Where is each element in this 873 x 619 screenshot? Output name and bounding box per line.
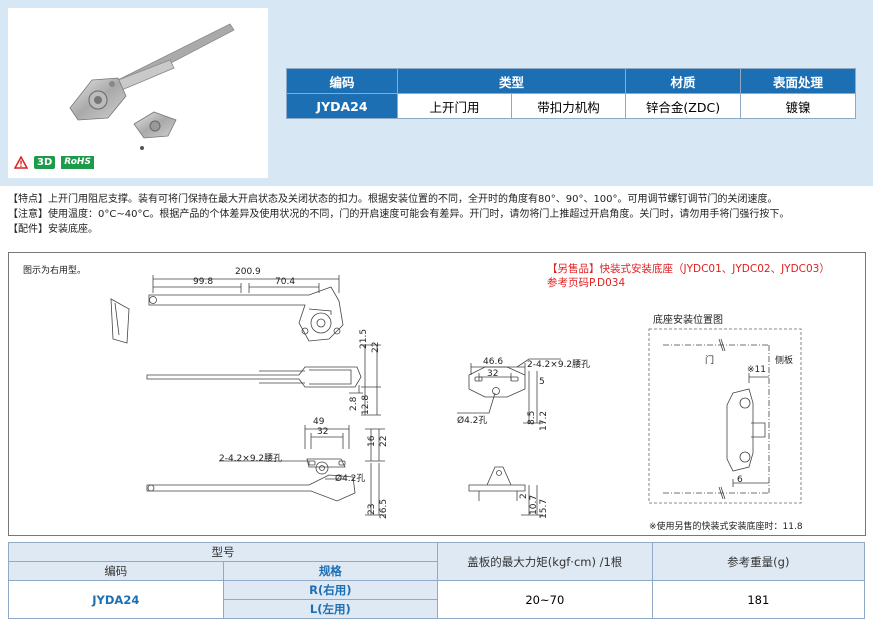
torque-value: 20~70 bbox=[436, 580, 653, 619]
model-code[interactable]: JYDA24 bbox=[8, 580, 224, 619]
weight-header: 参考重量(g) bbox=[651, 542, 866, 581]
dim-12-8: 12.8 bbox=[361, 394, 371, 415]
dim-46-6: 46.6 bbox=[483, 357, 504, 367]
right-hand-note: 图示为右用型。 bbox=[23, 266, 87, 276]
drawing-lines bbox=[110, 275, 802, 516]
dim-200-9: 200.9 bbox=[235, 267, 261, 277]
accessory-note: 【配件】安装底座。 bbox=[8, 224, 98, 235]
spec-header-code: 编码 bbox=[286, 68, 398, 94]
door-label: 门 bbox=[705, 356, 715, 366]
damper-stay-image bbox=[69, 23, 235, 150]
warning-icon bbox=[14, 156, 28, 169]
dim-16: 16 bbox=[367, 435, 377, 447]
slot-label-b: 2-4.2×9.2腰孔 bbox=[527, 360, 591, 370]
dim-49: 49 bbox=[313, 417, 325, 427]
dim-70-4: 70.4 bbox=[275, 277, 296, 287]
product-notes: 【特点】上开门用阻尼支撑。装有可将门保持在最大开启状态及关闭状态的扣力。根据安装… bbox=[8, 192, 789, 237]
spec-finish: 镀镍 bbox=[740, 93, 856, 119]
reference-page-link[interactable]: 参考页码P.D034 bbox=[547, 277, 626, 289]
dim-99-8: 99.8 bbox=[193, 277, 214, 287]
dim-2-8: 2.8 bbox=[349, 396, 359, 411]
torque-header: 盖板的最大力矩(kgf·cm) /1根 bbox=[436, 542, 653, 581]
spec-type-upper-door: 上开门用 bbox=[397, 93, 512, 119]
spec-header: 规格 bbox=[222, 561, 438, 581]
spec-header-finish: 表面处理 bbox=[740, 68, 856, 94]
weight-value: 181 bbox=[651, 580, 866, 619]
spec-header-type: 类型 bbox=[397, 68, 626, 94]
spec-type-clasp: 带扣力机构 bbox=[511, 93, 626, 119]
base-position-title: 底座安装位置图 bbox=[653, 315, 723, 326]
spec-header-material: 材质 bbox=[625, 68, 741, 94]
dim-17-2: 17.2 bbox=[539, 410, 549, 431]
dim-32-a: 32 bbox=[317, 427, 329, 437]
slot-label-a: 2-4.2×9.2腰孔 bbox=[219, 454, 283, 464]
dim-10-7: 10.7 bbox=[529, 494, 539, 515]
feature-note: 【特点】上开门用阻尼支撑。装有可将门保持在最大开启状态及关闭状态的扣力。根据安装… bbox=[8, 194, 778, 205]
dim-15-7: 15.7 bbox=[539, 498, 549, 519]
dim-22-a: 22 bbox=[371, 341, 381, 353]
base-footnote: ※使用另售的快装式安装底座时：11.8 bbox=[649, 522, 803, 532]
dim-6: 6 bbox=[737, 475, 743, 485]
dim-26-5: 26.5 bbox=[379, 498, 389, 519]
spec-code[interactable]: JYDA24 bbox=[286, 93, 398, 119]
spec-right-hand[interactable]: R(右用) bbox=[222, 580, 438, 600]
dim-8-5: 8.5 bbox=[527, 410, 537, 425]
spec-left-hand[interactable]: L(左用) bbox=[222, 599, 438, 619]
dim-23: 23 bbox=[367, 503, 377, 515]
dim-5: 5 bbox=[539, 377, 545, 387]
certification-icons: 3D RoHS bbox=[14, 156, 94, 169]
technical-drawing: 图示为右用型。 【另售品】快装式安装底座（JYDC01、JYDC02、JYDC0… bbox=[8, 252, 866, 536]
spec-table: 编码 类型 材质 表面处理 JYDA24 上开门用 带扣力机构 锌合金(ZDC)… bbox=[286, 68, 856, 119]
caution-note: 【注意】使用温度：0°C~40°C。根据产品的个体差异及使用状况的不同，门的开启… bbox=[8, 209, 790, 220]
code-header: 编码 bbox=[8, 561, 224, 581]
dim-11: ※11 bbox=[747, 365, 766, 375]
dim-21-5: 21.5 bbox=[359, 328, 369, 349]
spec-material: 锌合金(ZDC) bbox=[625, 93, 741, 119]
dim-32-b: 32 bbox=[487, 369, 499, 379]
dim-22-b: 22 bbox=[379, 435, 389, 447]
3d-icon: 3D bbox=[34, 156, 56, 169]
hole-label-b: Ø4.2孔 bbox=[457, 416, 488, 426]
sold-separately-note[interactable]: 【另售品】快装式安装底座（JYDC01、JYDC02、JYDC03） bbox=[547, 263, 830, 275]
side-plate-label: 侧板 bbox=[775, 356, 794, 366]
hole-label-a: Ø4.2孔 bbox=[335, 474, 366, 484]
model-table: 型号 盖板的最大力矩(kgf·cm) /1根 参考重量(g) 编码 规格 JYD… bbox=[8, 542, 866, 619]
dim-2: 2 bbox=[519, 493, 529, 499]
model-header: 型号 bbox=[8, 542, 438, 562]
product-photo bbox=[8, 8, 268, 178]
rohs-icon: RoHS bbox=[61, 156, 94, 169]
